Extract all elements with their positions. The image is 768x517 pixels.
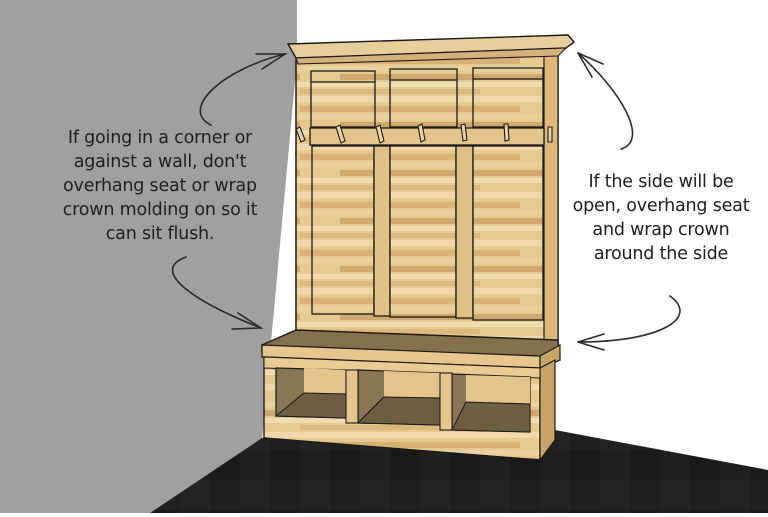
arrow-top-left (199, 53, 286, 126)
arrow-bottom-right (577, 295, 681, 343)
annotation-line: can sit flush. (105, 224, 215, 244)
left-annotation: If going in a corner or against a wall, … (44, 126, 276, 246)
arrow-top-right (577, 52, 634, 150)
bench (261, 329, 561, 462)
arrow-bottom-left (171, 256, 262, 329)
annotation-line: If going in a corner or (67, 128, 253, 148)
annotation-line: crown molding on so it (62, 200, 258, 220)
annotation-line: overhang seat or wrap (63, 176, 257, 196)
annotation-arrows (171, 52, 681, 351)
annotation-line: open, overhang seat (572, 196, 750, 216)
annotation-line: around the side (593, 244, 729, 264)
coat-hooks (295, 123, 553, 144)
annotation-line: and wrap crown (592, 220, 730, 240)
upper-hutch (295, 54, 559, 341)
annotation-line: against a wall, don't (73, 152, 247, 172)
floor (150, 430, 768, 513)
left-wall (0, 0, 297, 513)
right-annotation: If the side will be open, overhang seat … (566, 170, 756, 266)
annotation-line: If the side will be (588, 172, 734, 192)
cubbies (274, 367, 531, 433)
crown-molding (286, 34, 576, 65)
